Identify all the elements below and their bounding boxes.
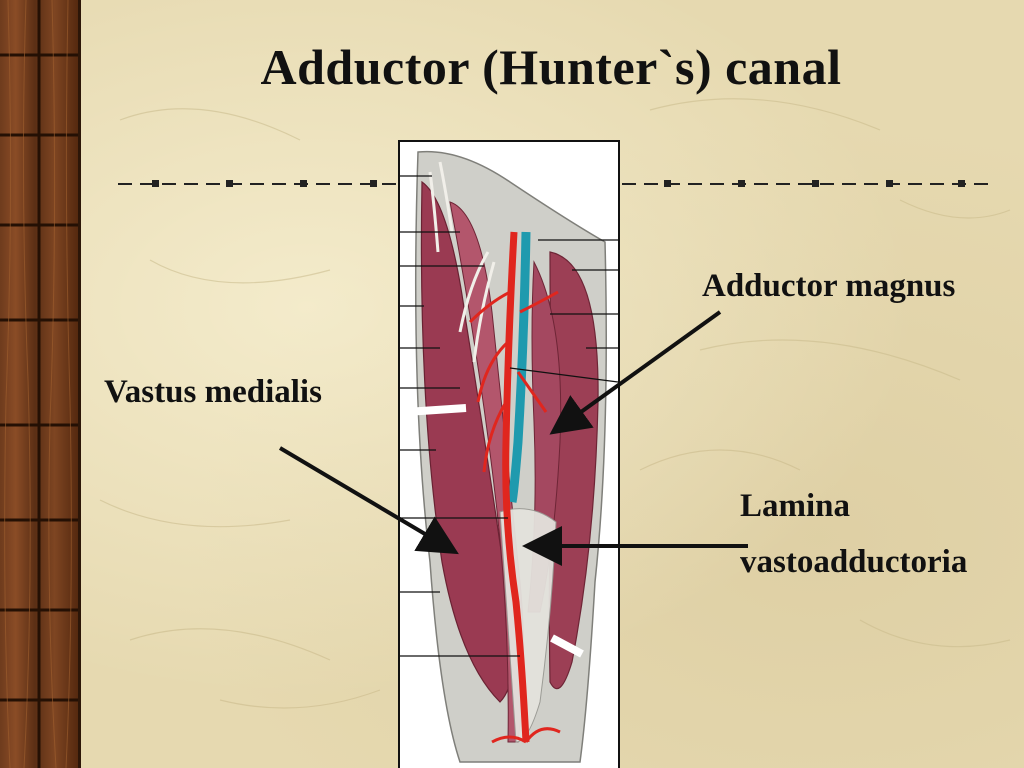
slide-title: Adductor (Hunter`s) canal bbox=[260, 39, 842, 95]
label-lamina-line1: Lamina bbox=[740, 488, 851, 524]
label-adductor-magnus: Adductor magnus bbox=[702, 268, 956, 304]
thigh-anatomy-illustration bbox=[400, 150, 619, 763]
femoral-artery bbox=[502, 231, 530, 743]
femoral-vein bbox=[507, 231, 531, 503]
wood-strip-grid bbox=[0, 0, 78, 768]
dissection-pins bbox=[405, 404, 584, 658]
artery-branches bbox=[468, 290, 561, 744]
anatomy-illustration-panel bbox=[398, 140, 620, 768]
label-vastus-medialis: Vastus medialis bbox=[104, 374, 322, 410]
label-lamina-line2: vastoadductoria bbox=[740, 544, 968, 580]
